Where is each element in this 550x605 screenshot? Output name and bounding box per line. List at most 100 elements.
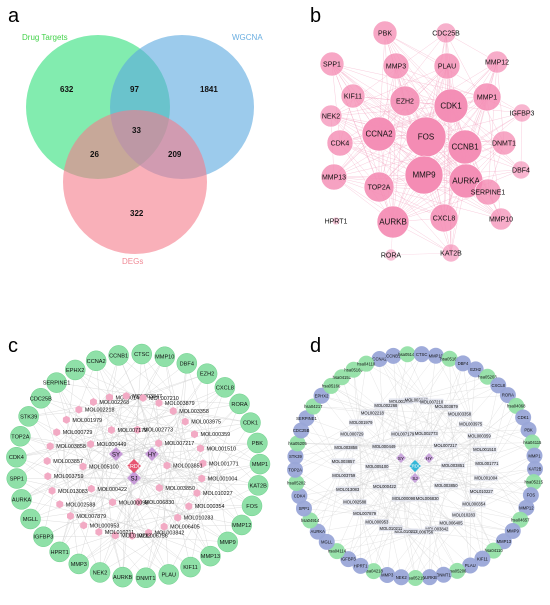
network-c-edge — [139, 395, 253, 506]
panel-label-c: c — [8, 335, 18, 357]
network-c-target-dnmt1 — [135, 567, 157, 589]
network-c-center-label: ERDC — [126, 464, 141, 470]
network-c-target-cxcl8 — [214, 377, 236, 398]
network-d-edge — [431, 394, 508, 402]
network-c-target-label: PLAU — [161, 572, 176, 578]
network-d-edge — [297, 443, 446, 446]
network-c-compound-mol003851 — [163, 461, 171, 470]
network-d-compound-label: MOL010211 — [380, 526, 403, 531]
ppi-node-label: HPRT1 — [325, 219, 348, 226]
network-d-compound-mol001004 — [473, 474, 498, 481]
network-d-pathway-hsa05219 — [407, 569, 424, 586]
network-c-compound-label: MOL003851 — [173, 463, 203, 469]
network-d-edge — [347, 363, 367, 490]
network-c-compound-mol006830 — [135, 498, 142, 506]
network-d-compound-label: MOL006756 — [410, 529, 434, 534]
network-c-compound-mol013083 — [48, 486, 56, 495]
network-d-target-stk39 — [287, 448, 304, 465]
network-d-node-label: MMP3 — [381, 573, 394, 578]
network-d-node-label: hsa04110 — [485, 548, 504, 553]
network-c-target-hprt1 — [49, 541, 70, 563]
network-d-compound-label: MOL002773 — [415, 431, 439, 436]
network-c-herb-label: HY — [148, 453, 156, 459]
network-c-compound-label: MOL001771 — [209, 461, 239, 467]
network-c-edge — [28, 416, 97, 467]
network-c-target-dbf4 — [176, 353, 198, 374]
network-c-edge — [60, 453, 153, 477]
network-c-compound-mol005100 — [79, 462, 87, 471]
ppi-edge — [330, 105, 452, 117]
ppi-edge — [395, 65, 523, 114]
network-d-target-ezh2 — [467, 361, 484, 378]
network-c-edge — [91, 356, 165, 410]
network-d-edge — [401, 523, 452, 578]
network-c-compound-label: MOL005100 — [89, 465, 119, 471]
network-c-edge — [83, 515, 169, 575]
network-c-target-kat2b — [247, 475, 269, 496]
network-d-compound-label: MOL000449 — [372, 444, 396, 449]
network-d-pathway-hsa05203 — [479, 368, 496, 385]
network-c-edge — [124, 429, 242, 526]
network-c-edge — [56, 382, 97, 526]
network-d-compound-mol002773 — [414, 430, 439, 437]
network-d-target-pbk — [520, 421, 537, 438]
network-c-edge — [64, 453, 117, 491]
network-d-edge — [481, 455, 535, 492]
network-d-node-label: CCNA2 — [372, 357, 387, 362]
network-d-center-node — [409, 460, 421, 472]
ppi-node-label: MMP12 — [485, 60, 509, 67]
network-c-target-label: SPP1 — [10, 477, 24, 483]
network-c-edge — [104, 463, 261, 489]
network-d-edge — [431, 401, 527, 508]
network-d-compound-label: MOL003759 — [332, 473, 356, 478]
ppi-node-label: RORA — [381, 253, 402, 260]
panel-label-a: a — [8, 5, 20, 27]
network-c-compound-mol000098 — [109, 498, 117, 507]
network-c-compound-label: MOL003847 — [132, 394, 162, 400]
network-c-compound-mol006756 — [128, 531, 136, 540]
network-d-node-label: hsa05202 — [287, 481, 306, 486]
network-d-compound-mol002268 — [373, 402, 398, 409]
network-d-edge — [353, 369, 362, 423]
ppi-edge — [333, 32, 447, 178]
network-d-edge — [387, 531, 422, 576]
network-d-target-aurkb — [421, 569, 438, 586]
network-d-center-label: ERDC — [409, 464, 421, 469]
network-c-edge — [16, 410, 187, 458]
ppi-node-serpine1 — [474, 178, 502, 206]
ppi-node-pbk — [372, 20, 398, 46]
network-c-target-pbk — [247, 432, 268, 454]
network-c-edge — [151, 403, 240, 503]
network-d-target-mmp12 — [518, 499, 535, 516]
ppi-node-kat2b — [441, 243, 461, 263]
network-c-target-label: SERPINE1 — [43, 381, 71, 387]
venn-region-drug-degs: 26 — [90, 150, 99, 159]
network-c-herb-hy — [145, 447, 159, 461]
network-d-node-label: DNMT1 — [436, 572, 451, 577]
ppi-node-mmp9 — [404, 155, 444, 195]
network-d-target-spp1 — [295, 500, 312, 517]
ppi-node-label: AURKB — [379, 218, 407, 227]
network-d-target-ephx2 — [313, 387, 330, 404]
network-d-target-hprt1 — [352, 557, 369, 574]
network-d-edge — [414, 465, 452, 524]
network-c-edge — [40, 398, 61, 462]
network-d-compound-label: MOL010283 — [452, 512, 476, 517]
ppi-edge — [445, 32, 505, 144]
network-c-target-aurkb — [112, 566, 133, 588]
network-c-compound-mol003759 — [44, 472, 52, 481]
network-c-compound-label: MOL000953 — [90, 523, 120, 529]
network-c-herb-label: SY — [112, 453, 120, 459]
network-d-pathway-hsa05206 — [449, 562, 466, 579]
ppi-node-nek2 — [319, 104, 343, 128]
network-c-compound-mol010212 — [111, 531, 119, 540]
network-c-edge — [96, 360, 215, 479]
network-c-target-label: EPHX2 — [66, 368, 84, 374]
ppi-node-hprt1 — [331, 216, 341, 226]
network-c-edge — [177, 524, 242, 527]
network-d-node-label: hsa05219 — [406, 576, 425, 581]
ppi-node-label: PLAU — [438, 64, 456, 71]
network-d-node-label: hsa05215 — [525, 480, 544, 485]
ppi-node-mmp10 — [489, 207, 513, 231]
network-c-compound-mol003879 — [155, 399, 163, 407]
